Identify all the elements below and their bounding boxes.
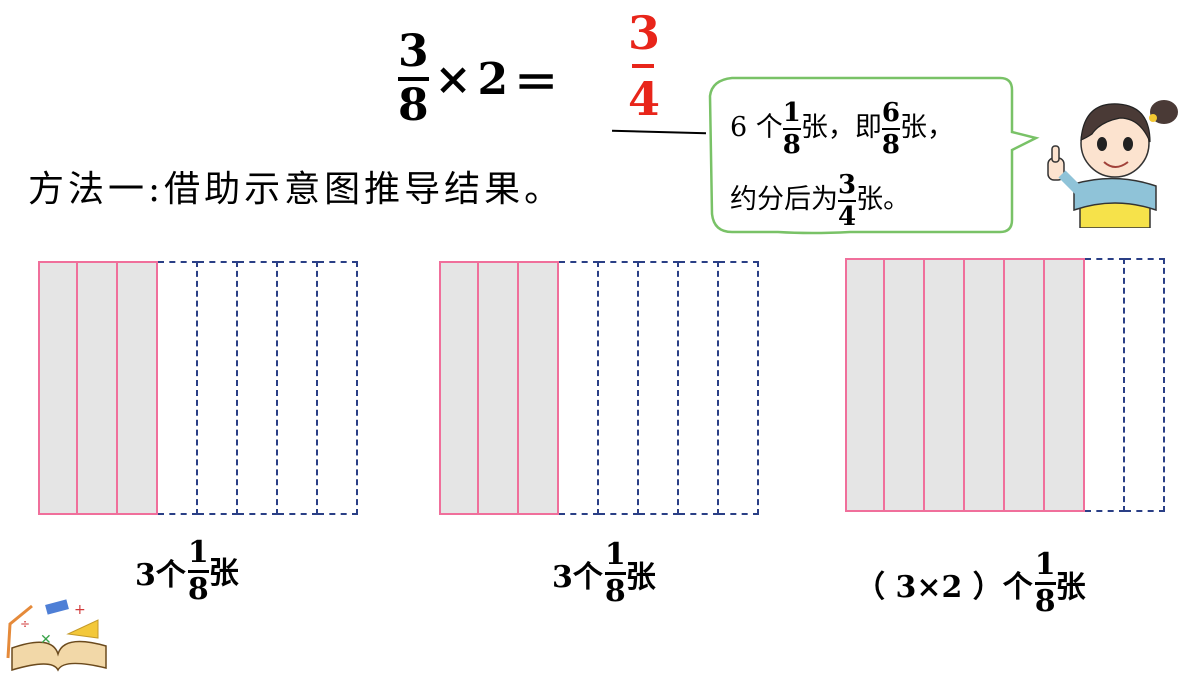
svg-text:÷: ÷ bbox=[20, 617, 30, 631]
shaded-part bbox=[1045, 258, 1085, 512]
unshaded-part bbox=[1125, 258, 1165, 512]
strip-diagram-3 bbox=[845, 258, 1165, 512]
equation: 3 8 × 2 ＝ bbox=[398, 30, 564, 128]
fraction-three-eighths: 3 8 bbox=[398, 30, 429, 128]
unshaded-part bbox=[639, 261, 679, 515]
answer-fraction: 3 4 bbox=[628, 10, 660, 122]
shaded-part bbox=[925, 258, 965, 512]
svg-text:✕: ✕ bbox=[40, 632, 52, 648]
shaded-part bbox=[38, 261, 78, 515]
unshaded-part bbox=[599, 261, 639, 515]
bubble-outline bbox=[708, 76, 1040, 235]
shaded-part bbox=[519, 261, 559, 515]
unshaded-part bbox=[318, 261, 358, 515]
svg-text:+: + bbox=[74, 602, 86, 618]
shaded-part bbox=[885, 258, 925, 512]
strip-diagram-1 bbox=[38, 261, 358, 515]
unshaded-part bbox=[158, 261, 198, 515]
unshaded-part bbox=[278, 261, 318, 515]
shaded-part bbox=[118, 261, 158, 515]
girl-thumbs-up-illustration bbox=[1047, 100, 1178, 228]
numerator: 3 bbox=[398, 26, 429, 77]
math-book-icon: ✕ ÷ + bbox=[6, 599, 107, 672]
unshaded-part bbox=[198, 261, 238, 515]
shaded-part bbox=[479, 261, 519, 515]
answer-underline bbox=[611, 129, 707, 135]
times-sign: × bbox=[434, 53, 472, 105]
unshaded-part bbox=[559, 261, 599, 515]
shaded-part bbox=[78, 261, 118, 515]
answer-numerator: 3 bbox=[628, 6, 661, 60]
unshaded-part bbox=[719, 261, 759, 515]
method-title: 方法一:借助示意图推导结果。 bbox=[28, 169, 565, 210]
strip-diagram-2 bbox=[439, 261, 759, 515]
speech-bubble bbox=[708, 76, 1040, 235]
answer-denominator: 4 bbox=[628, 72, 661, 126]
shaded-part bbox=[845, 258, 885, 512]
multiplier: 2 bbox=[477, 53, 509, 105]
shaded-part bbox=[965, 258, 1005, 512]
unshaded-part bbox=[1085, 258, 1125, 512]
shaded-part bbox=[1005, 258, 1045, 512]
fraction-bar bbox=[398, 77, 429, 81]
equals-sign: ＝ bbox=[514, 58, 559, 109]
unshaded-part bbox=[238, 261, 278, 515]
denominator: 8 bbox=[398, 80, 429, 131]
answer-fraction-bar bbox=[632, 64, 654, 68]
unshaded-part bbox=[679, 261, 719, 515]
shaded-part bbox=[439, 261, 479, 515]
